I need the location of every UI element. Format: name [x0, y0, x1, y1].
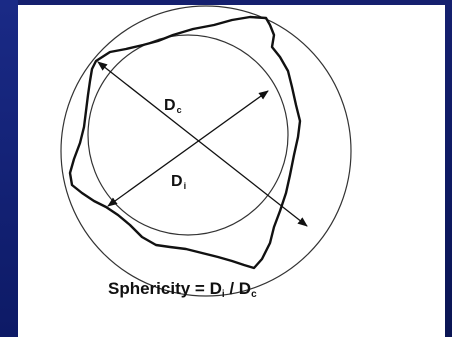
slide-left-band — [0, 0, 18, 337]
particle-outline — [68, 15, 302, 270]
di-arrow — [107, 90, 269, 207]
sphericity-formula: Sphericity = Di / Dc — [108, 279, 257, 300]
dc-label: Dc — [164, 97, 182, 115]
figure-panel: Dc Di Sphericity = Di / Dc — [18, 5, 445, 337]
sphericity-diagram — [60, 5, 352, 297]
circumscribed-circle — [60, 5, 352, 297]
di-label: Di — [171, 173, 187, 191]
inscribed-circle — [87, 34, 289, 236]
